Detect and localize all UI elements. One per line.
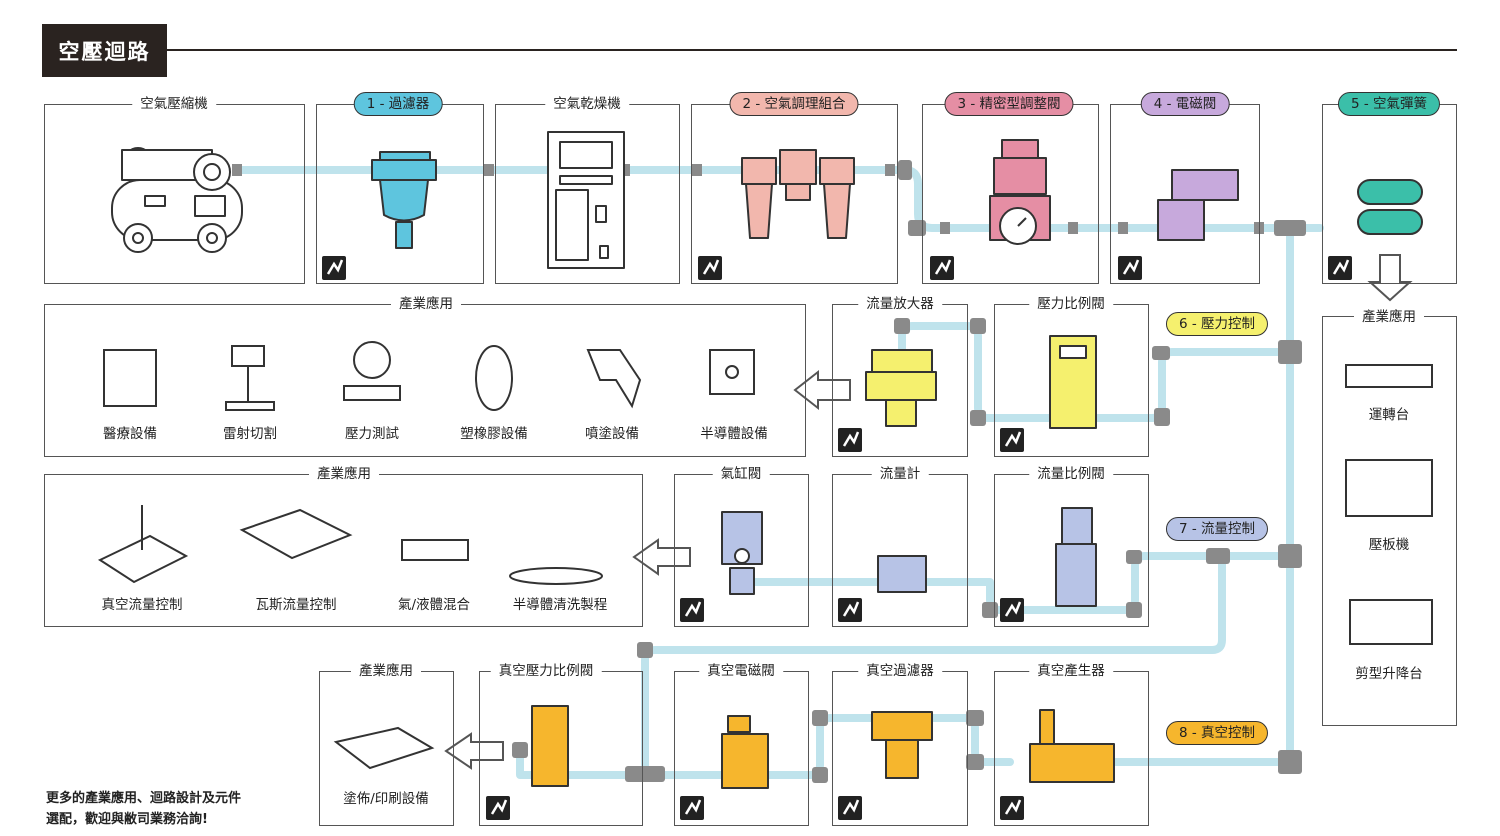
app-scissor-lift: 剪型升降台 (1355, 666, 1423, 682)
footer-note-line-1: 更多的產業應用、迴路設計及元件 (46, 791, 242, 806)
air-compressor-icon (111, 147, 243, 253)
footer-note-line-2: 選配，歡迎與敝司業務洽詢! (46, 812, 208, 827)
apps-top-label: 產業應用 (391, 295, 461, 313)
filter-icon (371, 151, 437, 249)
flow-proportional-valve-icon (1055, 507, 1097, 607)
flow-control-pill: 7 - 流量控制 (1165, 517, 1269, 541)
cylinder-valve-label: 氣缸閥 (712, 465, 770, 483)
compressor-label: 空氣壓縮機 (132, 95, 216, 113)
regulator-pill: 3 - 精密型調整閥 (944, 92, 1074, 116)
app-semi-cleaning: 半導體清洗製程 (512, 597, 608, 613)
box-vacuum-filter (832, 671, 968, 826)
app-coating: 塗佈/印刷設備 (343, 791, 429, 807)
air-spring-icon (1357, 179, 1423, 235)
vacuum-filter-label: 真空過濾器 (858, 662, 942, 680)
vacuum-proportional-valve-icon (531, 705, 569, 787)
app-pressure-test: 壓力測試 (345, 426, 399, 442)
box-dryer (495, 104, 680, 284)
flow-prop-label: 流量比例閥 (1029, 465, 1113, 483)
box-apps-top (44, 304, 806, 457)
box-frl (691, 104, 898, 284)
app-press: 壓板機 (1368, 537, 1410, 553)
app-arrows (444, 254, 1413, 770)
vacuum-filter-icon (871, 711, 933, 779)
box-vacuum-solenoid (674, 671, 809, 826)
apps-right-label: 產業應用 (1354, 308, 1424, 326)
flow-meter-icon (877, 555, 927, 593)
pressure-control-pill: 6 - 壓力控制 (1165, 312, 1269, 336)
app-gas-liquid: 氣/液體混合 (397, 597, 471, 613)
regulator-icon (989, 139, 1051, 245)
app-medical: 醫療設備 (103, 426, 157, 442)
box-vacuum-prop (479, 671, 643, 826)
footer-note: 更多的產業應用、迴路設計及元件 選配，歡迎與敝司業務洽詢! (46, 788, 241, 830)
flow-booster-icon (865, 349, 937, 427)
page-title: 空壓迴路 (42, 24, 167, 77)
vacuum-solenoid-icon (721, 715, 769, 789)
pressure-proportional-valve-icon (1049, 335, 1097, 429)
box-flow-booster (832, 304, 968, 457)
fittings (232, 160, 1306, 783)
box-pressure-prop (994, 304, 1149, 457)
app-spray: 噴塗設備 (585, 426, 639, 442)
filter-pill: 1 - 過濾器 (353, 92, 443, 116)
vacuum-solenoid-label: 真空電磁閥 (699, 662, 783, 680)
apps-mid-label: 產業應用 (309, 465, 379, 483)
dryer-label: 空氣乾燥機 (545, 95, 629, 113)
app-icons (97, 341, 1433, 770)
apps-bottom-label: 產業應用 (351, 662, 421, 680)
title-divider (167, 49, 1457, 51)
app-vacuum-flow: 真空流量控制 (101, 597, 183, 613)
box-vacuum-generator (994, 671, 1149, 826)
app-turntable: 運轉台 (1368, 407, 1410, 423)
flow-meter-label: 流量計 (871, 465, 929, 483)
app-laser: 雷射切割 (223, 426, 277, 442)
air-spring-pill: 5 - 空氣彈簧 (1337, 92, 1441, 116)
solenoid-valve-icon (1157, 169, 1239, 241)
box-regulator (922, 104, 1099, 284)
pressure-prop-label: 壓力比例閥 (1029, 295, 1113, 313)
box-compressor (44, 104, 305, 284)
frl-pill: 2 - 空氣調理組合 (729, 92, 859, 116)
app-gas-flow: 瓦斯流量控制 (255, 597, 337, 613)
box-solenoid (1110, 104, 1260, 284)
vacuum-control-pill: 8 - 真空控制 (1165, 721, 1269, 745)
frl-unit-icon (741, 149, 855, 239)
box-cylinder-valve (674, 474, 809, 627)
vacuum-generator-icon (1029, 709, 1115, 783)
air-dryer-icon (547, 131, 625, 269)
vacuum-prop-label: 真空壓力比例閥 (490, 662, 602, 680)
cylinder-valve-icon (721, 511, 763, 595)
app-semiconductor: 半導體設備 (700, 426, 768, 442)
vacuum-generator-label: 真空產生器 (1029, 662, 1113, 680)
box-air-spring (1322, 104, 1457, 284)
box-filter (316, 104, 484, 284)
box-flow-prop (994, 474, 1149, 627)
box-flow-meter (832, 474, 968, 627)
app-plastics: 塑橡膠設備 (460, 426, 528, 442)
flow-booster-label: 流量放大器 (858, 295, 942, 313)
solenoid-pill: 4 - 電磁閥 (1140, 92, 1230, 116)
